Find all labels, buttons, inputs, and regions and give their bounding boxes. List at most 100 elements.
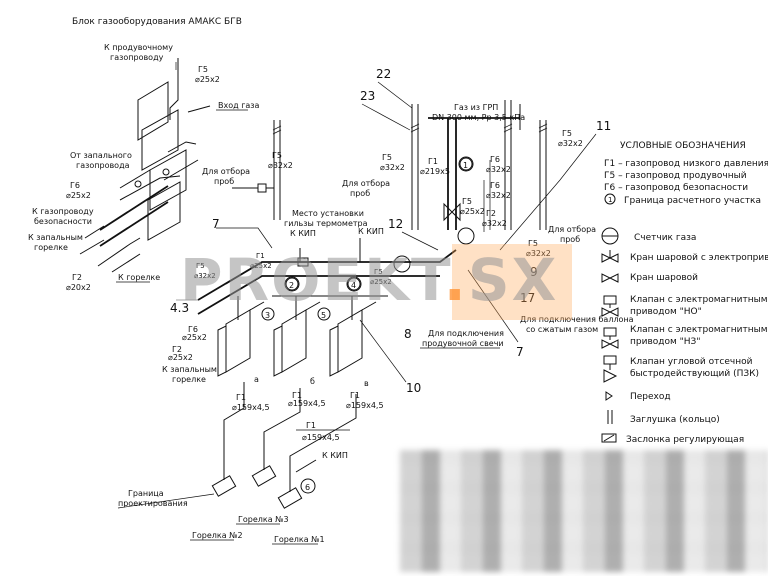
label-g1-hdr: Г1 xyxy=(256,252,265,260)
legend-line-3: Г6 – газопровод безопасности xyxy=(604,183,748,193)
label-proektirovaniya: проектирования xyxy=(118,499,188,508)
label-gazoprovodu: газопроводу xyxy=(110,53,164,62)
label-kip-bottom: К КИП xyxy=(322,451,348,460)
circle-3: 3 xyxy=(265,311,270,320)
label-kip-1: К КИП xyxy=(290,229,316,238)
legend-circle-1: 1 xyxy=(608,196,612,204)
label-d20: ⌀20х2 xyxy=(66,283,91,292)
label-prob-2: проб xyxy=(350,189,370,198)
legend-sym-meter: Счетчик газа xyxy=(634,233,696,243)
legend-sym-plug: Заглушка (кольцо) xyxy=(630,415,720,425)
label-d25-bottom: ⌀25х2 xyxy=(182,333,207,342)
label-d32-hdr: ⌀32х2 xyxy=(194,272,216,280)
label-g2-right: Г2 xyxy=(486,209,496,218)
legend-line-2: Г5 – газопровод продувочный xyxy=(604,171,747,181)
legend-sym-ball: Кран шаровой xyxy=(630,273,698,283)
legend-sym-damper: Заслонка регулирующая xyxy=(626,435,744,445)
label-ot-zapalnogo: От запального xyxy=(70,151,132,160)
label-g1-b1: Г1 xyxy=(236,393,246,402)
callout-17: 17 xyxy=(520,291,535,305)
label-gorelka3: Горелка №3 xyxy=(238,515,289,524)
label-dlya-otbora-3: Для отбора xyxy=(548,225,596,234)
watermark: PROEKT.SX xyxy=(180,250,580,310)
legend-sym-pzk-2: быстродействующий (ПЗК) xyxy=(630,369,759,379)
label-g5-mid: Г5 xyxy=(272,151,282,160)
label-dlya-otbora-1: Для отбора xyxy=(202,167,250,176)
legend-line-1: Г1 – газопровод низкого давления xyxy=(604,159,768,169)
label-a: а xyxy=(254,375,259,384)
label-g1-b3: Г1 xyxy=(350,391,360,400)
label-d25-left: ⌀25х2 xyxy=(66,191,91,200)
legend-sym-valve-no-2: приводом "НО" xyxy=(630,307,702,317)
label-gorelke-bottom: горелке xyxy=(172,375,206,384)
label-gorelke: горелке xyxy=(34,243,68,252)
blurred-region xyxy=(400,450,768,572)
label-prob-1: проб xyxy=(214,177,234,186)
legend-sym-ball-electric: Кран шаровой с электроприводом xyxy=(630,253,768,263)
burner-pipes xyxy=(211,382,357,509)
legend-title: УСЛОВНЫЕ ОБОЗНАЧЕНИЯ xyxy=(620,141,746,151)
label-k-gazoprovodu: К газопроводу xyxy=(32,207,94,216)
watermark-text-2: SX xyxy=(467,246,559,314)
circle-4: 4 xyxy=(351,281,356,290)
legend-sym-valve-nz-2: приводом "НЗ" xyxy=(630,337,700,347)
label-g6-left: Г6 xyxy=(70,181,80,190)
callout-11: 11 xyxy=(596,119,611,133)
label-k-zapalnym-bottom: К запальным xyxy=(162,365,217,374)
legend-sym-valve-no-1: Клапан с электромагнитным xyxy=(630,295,768,305)
label-k-zapalnym: К запальным xyxy=(28,233,83,242)
label-g5-4: Г5 xyxy=(528,239,538,248)
label-d32-4: ⌀32х2 xyxy=(526,249,551,258)
circle-6: 6 xyxy=(305,483,310,492)
label-b: б xyxy=(310,377,315,386)
watermark-dot: . xyxy=(443,246,468,314)
callout-4-3: 4.3 xyxy=(170,301,189,315)
label-g6-2: Г6 xyxy=(490,181,500,190)
label-g1-b2: Г1 xyxy=(292,391,302,400)
label-d25-hdr2: ⌀25х2 xyxy=(370,278,392,286)
label-d25-top: ⌀25х2 xyxy=(195,75,220,84)
legend-sym-pzk-1: Клапан угловой отсечной xyxy=(630,357,753,367)
label-gaz-iz-grp: Газ из ГРП xyxy=(454,103,498,112)
label-prob-3: проб xyxy=(560,235,580,244)
label-g5-top: Г5 xyxy=(198,65,208,74)
label-gilzy: гильзы термометра xyxy=(284,219,368,228)
circle-2: 2 xyxy=(289,281,294,290)
label-d219: ⌀219х5 xyxy=(420,167,450,176)
label-k-produvochnomu: К продувочному xyxy=(104,43,173,52)
circle-1: 1 xyxy=(463,161,468,170)
label-g5-right: Г5 xyxy=(562,129,572,138)
label-d32-right: ⌀32х2 xyxy=(558,139,583,148)
callout-7-right: 7 xyxy=(516,345,524,359)
label-d25-g2: ⌀25х2 xyxy=(168,353,193,362)
label-d32-g6-1: ⌀32х2 xyxy=(486,165,511,174)
label-g5-hdr2: Г5 xyxy=(374,268,383,276)
label-produv-svechi: продувочной свечи xyxy=(422,339,504,348)
legend-sym-valve-nz-1: Клапан с электромагнитным xyxy=(630,325,768,335)
label-d32-g2: ⌀32х2 xyxy=(482,219,507,228)
label-g5-3: Г5 xyxy=(462,197,472,206)
label-d32-2: ⌀32х2 xyxy=(380,163,405,172)
callout-10: 10 xyxy=(406,381,421,395)
label-g2: Г2 xyxy=(72,273,82,282)
label-g6-bottom: Г6 xyxy=(188,325,198,334)
callout-12: 12 xyxy=(388,217,403,231)
legend-line-4: Граница расчетного участка xyxy=(624,196,761,206)
legend-sym-transition: Переход xyxy=(630,392,671,402)
label-d159-b3: ⌀159х4,5 xyxy=(346,401,384,410)
label-g2-bottom: Г2 xyxy=(172,345,182,354)
label-g6-1: Г6 xyxy=(490,155,500,164)
label-d159-b2: ⌀159х4,5 xyxy=(288,399,326,408)
label-gorelka2: Горелка №2 xyxy=(192,531,243,540)
callout-23: 23 xyxy=(360,89,375,103)
callout-8: 8 xyxy=(404,327,412,341)
label-g1-b4: Г1 xyxy=(306,421,316,430)
risers xyxy=(232,100,548,232)
burner-blocks xyxy=(217,296,377,377)
label-dlya-podkl: Для подключения xyxy=(428,329,504,338)
label-g1-top: Г1 xyxy=(428,157,438,166)
label-k-gorelke: К горелке xyxy=(118,273,160,282)
label-g5-hdr: Г5 xyxy=(196,262,205,270)
label-g5-2: Г5 xyxy=(382,153,392,162)
